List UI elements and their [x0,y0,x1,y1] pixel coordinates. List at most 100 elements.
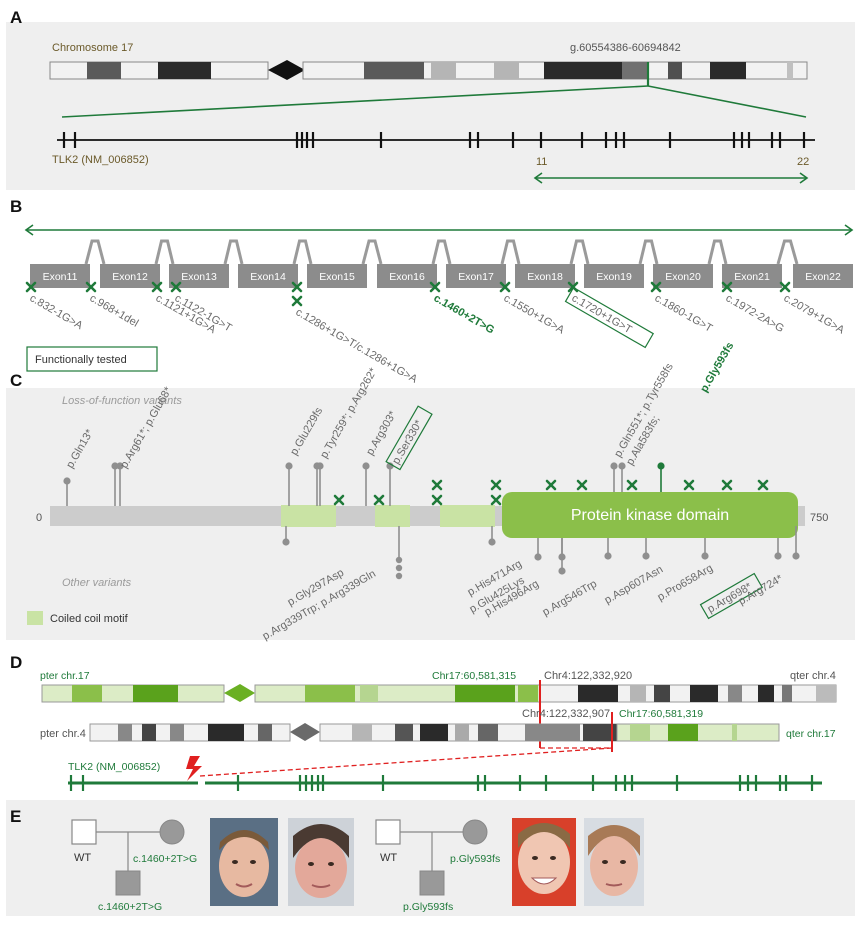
centromere [268,60,305,80]
intron-connector [776,239,799,265]
splice-variant-label: c.968+1del [88,292,141,329]
exon-box [515,264,575,288]
missense-lollipop-head [395,572,403,580]
intron-connector [292,239,313,265]
photo-family2-child [512,818,576,906]
family2-child-genotype: p.Gly593fs [403,901,453,913]
intron-connector [500,239,521,265]
exon-box [584,264,644,288]
protein-end-label: 750 [810,512,828,524]
intron-connector [84,239,106,265]
other-variants-title: Other variants [62,577,132,589]
exon-box [653,264,713,288]
gene-label-d: TLK2 (NM_006852) [68,761,160,773]
father-symbol-2 [375,819,401,845]
variant-lollipops [63,462,800,580]
full-range-arrow [24,224,854,236]
exon-box [793,264,853,288]
protein-schematic: Protein kinase domain [50,492,805,538]
splice-variant-label: c.1972-2A>G [724,292,786,335]
family1-child-genotype: c.1460+2T>G [98,901,162,913]
intron-connector [223,239,244,265]
lof-lollipop-head [618,462,626,470]
child-symbol-2 [419,870,445,896]
missense-lollipop-head [558,567,566,575]
coil-legend-label: Coiled coil motif [50,613,129,625]
coiled-coil-2 [375,505,410,527]
exon-box [100,264,160,288]
exon-label: Exon18 [527,271,563,283]
lof-lollipop-head [63,477,71,485]
functional-box [564,286,655,349]
splice-variant-label: c.1860-1G>T [653,292,715,335]
protein-start-label: 0 [36,512,42,524]
coiled-coil-3 [440,505,495,527]
lof-lollipop-highlight-head [657,462,665,470]
functionally-tested-legend: Functionally tested [26,346,158,372]
missense-lollipop-head [774,552,782,560]
intron-connector [638,239,659,265]
lof-lollipop-head [285,462,293,470]
splice-variant-label: c.832-1G>A [28,292,86,332]
panel-e: E WT c.1460+2T>G c.1460+2T>G [6,800,855,916]
exon-label: Exon13 [181,271,217,283]
splice-variant-label: c.1286+1G>T/c.1286+1G>A [294,306,420,386]
gene-structure-a [57,132,815,148]
lof-lollipop-head [116,462,124,470]
intron-connector [361,239,383,265]
lof-lollipop-head [316,462,324,470]
lof-title: Loss-of-function variants [62,395,182,407]
functional-box [385,405,433,471]
lof-lollipop-head [610,462,618,470]
exon-box [30,264,90,288]
photo-family1-mother [288,818,354,906]
splice-variant-label: c.1720+1G>T [570,292,634,336]
coil-legend-swatch [27,611,43,625]
locus-label: g.60554386-60694842 [570,42,681,54]
exon-label: Exon15 [319,271,355,283]
qter-chr4-label: qter chr.4 [790,670,836,682]
panel-c-letter: C [10,371,22,390]
panel-a-background [6,22,855,190]
gene-structure-d [68,775,822,791]
missense-lollipop-head [642,552,650,560]
pedigree-family-2: WT p.Gly593fs p.Gly593fs [375,819,500,913]
photo-family2-mother [584,818,644,906]
chromosome-17-ideogram [49,60,808,86]
missense-lollipop-head [395,556,403,564]
panel-e-background [6,800,855,916]
family2-father-genotype: WT [380,852,397,864]
family2-mother-genotype: p.Gly593fs [450,853,500,865]
panel-a-letter: A [10,8,22,27]
panel-c: C Loss-of-function variants Other varian… [6,340,855,643]
pter-chr4-label: pter chr.4 [40,728,86,740]
exon-label: Exon11 [43,271,78,283]
intron-connector [707,239,728,265]
exon-box [307,264,367,288]
exon-box [446,264,506,288]
coiled-coil-legend: Coiled coil motif [27,611,129,625]
functional-box [699,572,764,620]
protein-kinase-domain [502,492,798,538]
panel-a: A Chromosome 17 g.60554386-60694842 [6,8,855,190]
exon-label: Exon14 [250,271,286,283]
panel-b-letter: B [10,197,22,216]
exon-box [377,264,437,288]
splice-variant-label: c.1460+2T>G [432,292,497,336]
breakpoint-chr4-a: Chr4:122,332,920 [544,670,632,682]
pter-chr17-label: pter chr.17 [40,670,90,682]
father-symbol [71,819,97,845]
intron-connector [431,239,452,265]
breakpoint-chr4-b: Chr4:122,332,907 [522,708,610,720]
missense-lollipop-head [701,552,709,560]
mother-symbol [159,819,185,845]
missense-lollipop-head [488,538,496,546]
family1-father-genotype: WT [74,852,91,864]
missense-lollipop-head [792,552,800,560]
missense-lollipop-head [395,564,403,572]
exon-label: Exon21 [734,271,770,283]
exon-label: Exon20 [665,271,701,283]
splice-variant-cross [779,281,791,293]
